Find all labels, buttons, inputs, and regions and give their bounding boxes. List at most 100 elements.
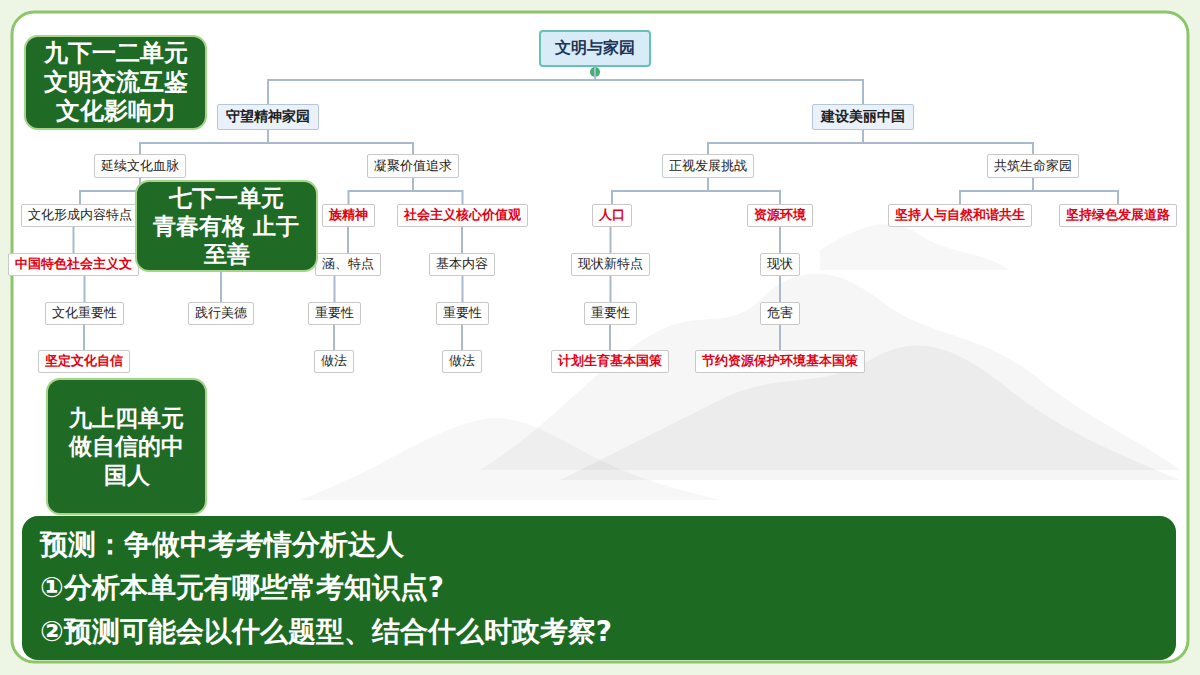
tree-connector (595, 67, 863, 104)
tree-connector (268, 130, 413, 154)
tree-connector (140, 130, 268, 154)
node-text: ②预测可能会以什么题型、结合什么时政考察? (40, 610, 1158, 653)
tree-connector (960, 178, 1033, 204)
tree-connector (268, 67, 595, 104)
node-text: 计划生育基本国策 (558, 353, 662, 370)
node-text: 文明与家园 (555, 38, 635, 59)
node-text: 坚定文化自信 (45, 353, 123, 370)
tree-connector (349, 178, 414, 204)
topic-box: 危害 (760, 302, 800, 325)
unit-callout: 九上四单元做自信的中国人 (46, 378, 207, 515)
topic-box: 共筑生命家园 (987, 154, 1079, 178)
topic-box: 重要性 (584, 302, 637, 325)
node-text: 坚持人与自然和谐共生 (895, 207, 1025, 224)
topic-box: 社会主义核心价值观 (397, 204, 528, 227)
node-text: 重要性 (443, 305, 482, 322)
topic-box: 文化重要性 (45, 302, 124, 325)
node-text: 重要性 (315, 305, 354, 322)
tree-connector (612, 178, 708, 204)
node-text: 青春有格 止于至善 (149, 212, 304, 268)
tree-connector (84, 276, 86, 302)
node-text: 七下一单元 (169, 184, 284, 212)
topic-box: 人口 (592, 204, 632, 227)
tree-connector (333, 325, 335, 350)
node-text: 族精神 (329, 207, 368, 224)
node-text: 守望精神家园 (226, 108, 310, 126)
tree-connector (461, 227, 463, 253)
topic-box: 延续文化血脉 (94, 154, 186, 178)
node-text: 资源环境 (754, 207, 806, 224)
node-text: 共筑生命家园 (994, 157, 1072, 175)
tree-connector (610, 227, 612, 253)
topic-box: 资源环境 (747, 204, 813, 227)
topic-box: 现状新特点 (571, 253, 650, 276)
topic-box: 做法 (314, 350, 354, 373)
topic-box: 坚持人与自然和谐共生 (888, 204, 1032, 227)
node-text: 做法 (449, 353, 475, 370)
topic-box: 做法 (442, 350, 482, 373)
node-text: 凝聚价值追求 (374, 157, 452, 175)
node-text: 坚持绿色发展道路 (1066, 207, 1170, 224)
frame (12, 12, 1188, 662)
unit-callout: 七下一单元青春有格 止于至善 (135, 180, 318, 272)
topic-box: 文化形成内容特点 (21, 204, 139, 227)
tree-connector (80, 178, 140, 204)
node-text: 社会主义核心价值观 (404, 207, 521, 224)
topic-box: 现状 (760, 253, 800, 276)
node-text: 做法 (321, 353, 347, 370)
topic-box: 坚定文化自信 (38, 350, 130, 373)
tree-connector (83, 325, 85, 350)
tree-connector (610, 276, 612, 302)
node-text: 文化重要性 (52, 305, 117, 322)
node-text: 延续文化血脉 (101, 157, 179, 175)
tree-connector (779, 325, 781, 350)
node-text: 做自信的中国人 (66, 432, 187, 488)
node-text: 文明交流互鉴 文化影响力 (36, 68, 195, 127)
tree-connector (863, 130, 1033, 154)
node-text: 现状新特点 (578, 256, 643, 273)
tree-connector (708, 130, 863, 154)
tree-connector (462, 276, 464, 302)
topic-box: 计划生育基本国策 (551, 350, 669, 373)
tree-connector (1033, 178, 1118, 204)
tree-connector (708, 178, 780, 204)
node-text: 人口 (599, 207, 625, 224)
node-text: 九上四单元 (69, 404, 184, 432)
topic-box: 凝聚价值追求 (367, 154, 459, 178)
tree-connector (609, 325, 611, 350)
node-text: 危害 (767, 305, 793, 322)
topic-box: 基本内容 (429, 253, 495, 276)
node-text: 建设美丽中国 (821, 108, 905, 126)
topic-box: 族精神 (322, 204, 375, 227)
node-text: 践行美德 (195, 305, 247, 322)
topic-box: 中国特色社会主义文 (8, 253, 139, 276)
tree-connector (461, 325, 463, 350)
node-text: 中国特色社会主义文 (15, 256, 132, 273)
node-text: 九下一二单元 (44, 39, 188, 68)
node-text: ①分析本单元有哪些常考知识点? (40, 566, 1158, 609)
topic-box: 坚持绿色发展道路 (1059, 204, 1177, 227)
node-text: 基本内容 (436, 256, 488, 273)
unit-callout: 九下一二单元文明交流互鉴 文化影响力 (24, 35, 207, 130)
topic-box: 建设美丽中国 (812, 104, 914, 130)
topic-box: 节约资源保护环境基本国策 (695, 350, 865, 373)
node-text: 现状 (767, 256, 793, 273)
tree-connector (334, 276, 336, 302)
node-text: 重要性 (591, 305, 630, 322)
node-text: 涵、特点 (322, 256, 374, 273)
topic-box: 践行美德 (188, 302, 254, 325)
tree-connector (73, 227, 75, 253)
topic-box: 重要性 (308, 302, 361, 325)
topic-box: 守望精神家园 (217, 104, 319, 130)
tree-connector (779, 276, 781, 302)
topic-box: 重要性 (436, 302, 489, 325)
mountain-watermark (300, 224, 1180, 500)
node-text: 预测：争做中考考情分析达人 (40, 523, 1158, 566)
node-text: 节约资源保护环境基本国策 (702, 353, 858, 370)
topic-box: 正视发展挑战 (662, 154, 754, 178)
tree-connector (413, 178, 463, 204)
node-text: 文化形成内容特点 (28, 207, 132, 224)
prediction-panel: 预测：争做中考考情分析达人①分析本单元有哪些常考知识点?②预测可能会以什么题型、… (22, 516, 1176, 660)
